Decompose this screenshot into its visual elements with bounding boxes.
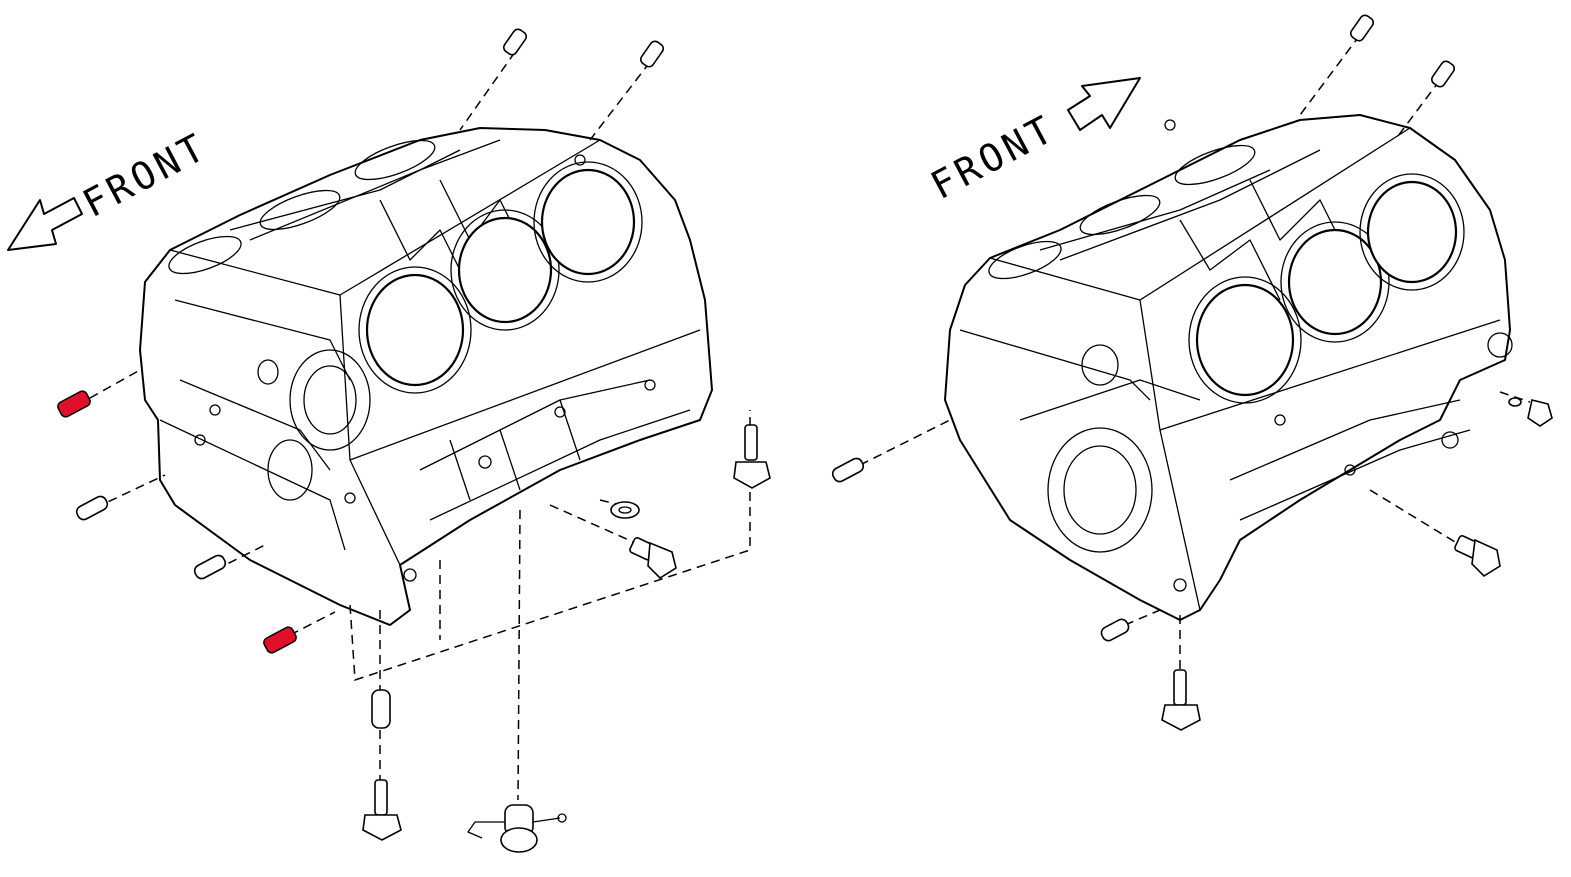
right-cylinder-bore-2 (1287, 228, 1383, 336)
right-side-plug (1508, 397, 1553, 427)
front-arrow-right: FRONT (924, 77, 1141, 208)
red-plug-lower (263, 626, 297, 654)
knock-pin-top-2 (639, 40, 665, 68)
right-dowel-pin-lower (1100, 618, 1130, 642)
bolt-bottom (362, 779, 402, 841)
right-cylinder-bore-1 (1195, 283, 1295, 397)
drain-plug (629, 537, 677, 580)
right-knock-pin-top-1 (1349, 14, 1375, 42)
knock-pin-top-1 (502, 28, 528, 56)
washer (610, 501, 640, 519)
dowel-pin-left-2 (193, 554, 227, 580)
cylinder-bore-1 (365, 273, 465, 387)
knock-sensor (467, 804, 567, 853)
cylinder-bore-3 (540, 168, 636, 276)
right-cylinder-block (944, 114, 1513, 621)
bolt-side-upper (733, 424, 771, 489)
front-label-left: FRONT (76, 124, 215, 226)
right-bolt-bottom (1161, 669, 1201, 731)
front-label-right: FRONT (924, 106, 1063, 208)
right-cylinder-bore-3 (1366, 180, 1458, 284)
cylinder-bore-2 (457, 216, 553, 324)
left-cylinder-block (139, 127, 713, 626)
right-knock-pin-top-2 (1430, 60, 1456, 88)
right-drain-plug (1454, 535, 1501, 578)
right-engine-view: FRONT (831, 14, 1553, 731)
left-engine-view: FRONT (7, 28, 771, 853)
red-plug-upper (57, 390, 91, 418)
right-dowel-pin-front (831, 457, 865, 483)
highlighted-plug-upper (57, 390, 91, 418)
highlighted-plug-lower (263, 626, 297, 654)
front-arrow-left: FRONT (7, 124, 215, 251)
knock-pin-bottom (371, 689, 391, 729)
dowel-pin-left-1 (75, 495, 109, 521)
